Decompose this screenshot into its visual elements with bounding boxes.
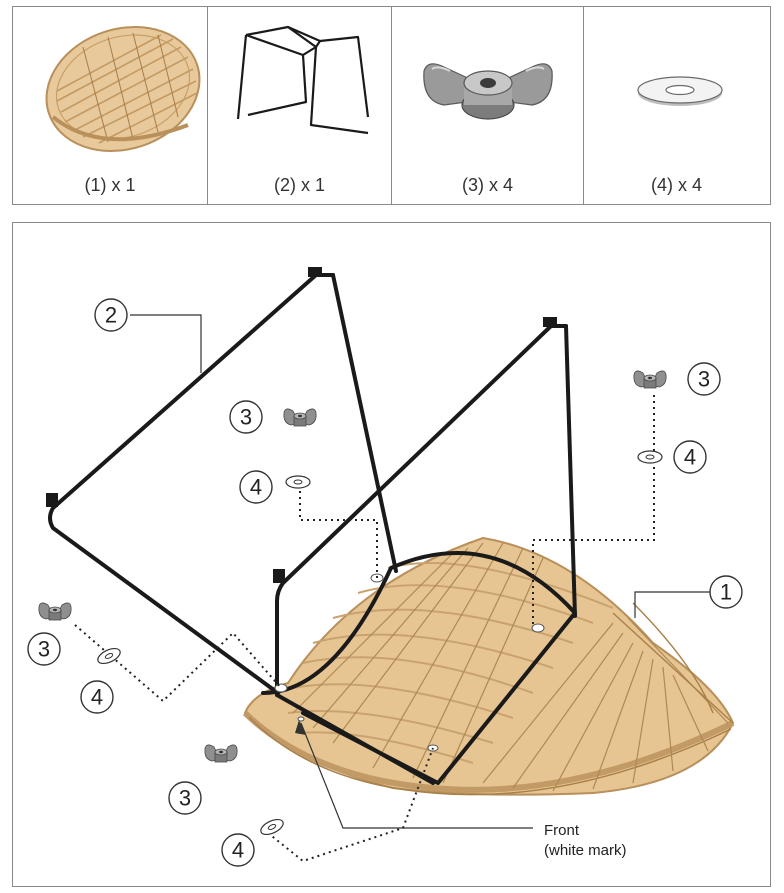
white-mark-label: (white mark) — [544, 842, 627, 859]
callout-wing-nut: 3 — [38, 637, 50, 662]
frame-end-caps — [46, 267, 557, 583]
callout-frame: 2 — [105, 303, 117, 328]
part-cell-wing-nut: (3) x 4 — [392, 7, 584, 204]
washer-icon — [257, 815, 287, 839]
assembly-diagram: 2 1 3 4 3 4 3 4 3 4 Front (white mark) — [12, 222, 771, 887]
part-label-frame: (2) x 1 — [273, 175, 325, 195]
assembly-leader-lines — [74, 395, 655, 863]
callout-wing-nut: 3 — [240, 405, 252, 430]
callout-washer: 4 — [232, 838, 244, 863]
wing-nut-icon — [38, 602, 72, 621]
callout-wing-nut: 3 — [179, 786, 191, 811]
rattan-seat — [242, 536, 735, 796]
front-label: Front — [544, 822, 580, 839]
part-cell-seat: (1) x 1 — [13, 7, 208, 204]
front-indicator — [295, 720, 533, 829]
callout-circles — [27, 298, 743, 867]
metal-frame-icon — [236, 25, 370, 135]
bolt-holes — [274, 573, 545, 752]
callout-wing-nut: 3 — [698, 367, 710, 392]
callout-washer: 4 — [91, 685, 103, 710]
washer-icon — [94, 644, 124, 668]
part-label-wing-nut: (3) x 4 — [461, 175, 513, 195]
metal-frame — [48, 273, 577, 785]
rattan-seat-icon — [45, 26, 201, 152]
part-cell-washer: (4) x 4 — [584, 7, 769, 204]
wing-nut-icon — [204, 744, 238, 763]
washer-icon — [285, 475, 311, 489]
assembly-illustration: 2 1 3 4 3 4 3 4 3 4 Front (white mark) — [27, 267, 743, 867]
parts-table: (1) x 1 (2) x 1 (3) x 4 — [12, 6, 771, 205]
callout-seat: 1 — [720, 580, 732, 605]
callout-washer: 4 — [684, 445, 696, 470]
part-label-seat: (1) x 1 — [84, 175, 136, 195]
part-cell-frame: (2) x 1 — [208, 7, 392, 204]
wing-nut-icon — [423, 63, 553, 120]
washer-icon — [637, 450, 663, 464]
wing-nut-icon — [283, 408, 317, 427]
callout-washer: 4 — [250, 475, 262, 500]
part-label-washer: (4) x 4 — [650, 175, 702, 195]
washer-icon — [637, 76, 723, 106]
wing-nut-icon — [633, 370, 667, 389]
callout-leaders — [130, 314, 710, 618]
